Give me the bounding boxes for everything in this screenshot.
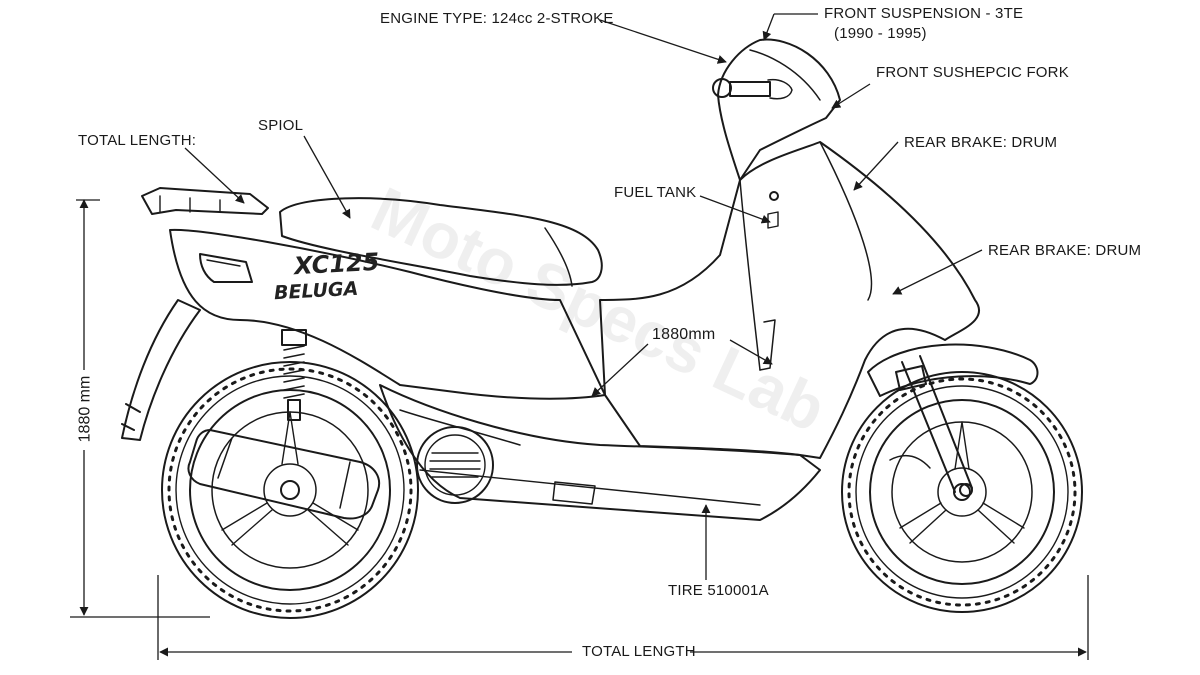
- leader-engine-type: [599, 19, 727, 64]
- label-total-length-bottom: TOTAL LENGTH: [582, 643, 696, 660]
- label-rear-brake-2: REAR BRAKE: DRUM: [988, 242, 1142, 259]
- scooter-body: [169, 141, 980, 521]
- engine: [399, 409, 521, 504]
- exhaust-muffler: [187, 429, 380, 520]
- luggage-rack: [141, 187, 269, 215]
- label-fuel-tank: FUEL TANK: [614, 184, 697, 201]
- headset: [712, 38, 841, 229]
- label-rear-brake-1: REAR BRAKE: DRUM: [904, 134, 1058, 151]
- leader-1880mm-body: [591, 343, 649, 397]
- leader-fuel-tank: [699, 195, 771, 224]
- rear-fender: [121, 299, 201, 441]
- label-front-fork: FRONT SUSHEPCIC FORK: [876, 64, 1069, 81]
- leader-rear-brake-2: [892, 249, 983, 295]
- brand-badge: BELUGA: [273, 277, 359, 305]
- label-front-suspension: FRONT SUSPENSION - 3TE: [824, 5, 1024, 22]
- label-tire: TIRE 510001A: [668, 582, 769, 599]
- seat: [279, 197, 603, 287]
- leader-total-length: [184, 147, 245, 204]
- leader-1880mm: [729, 339, 773, 365]
- leader-front-fork: [831, 83, 871, 109]
- leader-front-suspension: [762, 13, 775, 41]
- label-height: 1880 mm: [76, 375, 94, 443]
- label-front-suspension-years: (1990 - 1995): [834, 25, 927, 42]
- model-badge: XC125: [293, 247, 381, 281]
- leader-rear-brake-1: [853, 141, 899, 191]
- label-spiol: SPIOL: [258, 117, 304, 134]
- front-fork: [867, 343, 1039, 497]
- label-engine-type: ENGINE TYPE: 124cc 2-STROKE: [380, 10, 614, 27]
- front-wheel: [841, 371, 1083, 613]
- label-total-length-top: TOTAL LENGTH:: [78, 132, 197, 149]
- label-1880mm: 1880mm: [652, 326, 716, 343]
- leader-spiol: [303, 135, 351, 219]
- rear-shock: [281, 329, 307, 421]
